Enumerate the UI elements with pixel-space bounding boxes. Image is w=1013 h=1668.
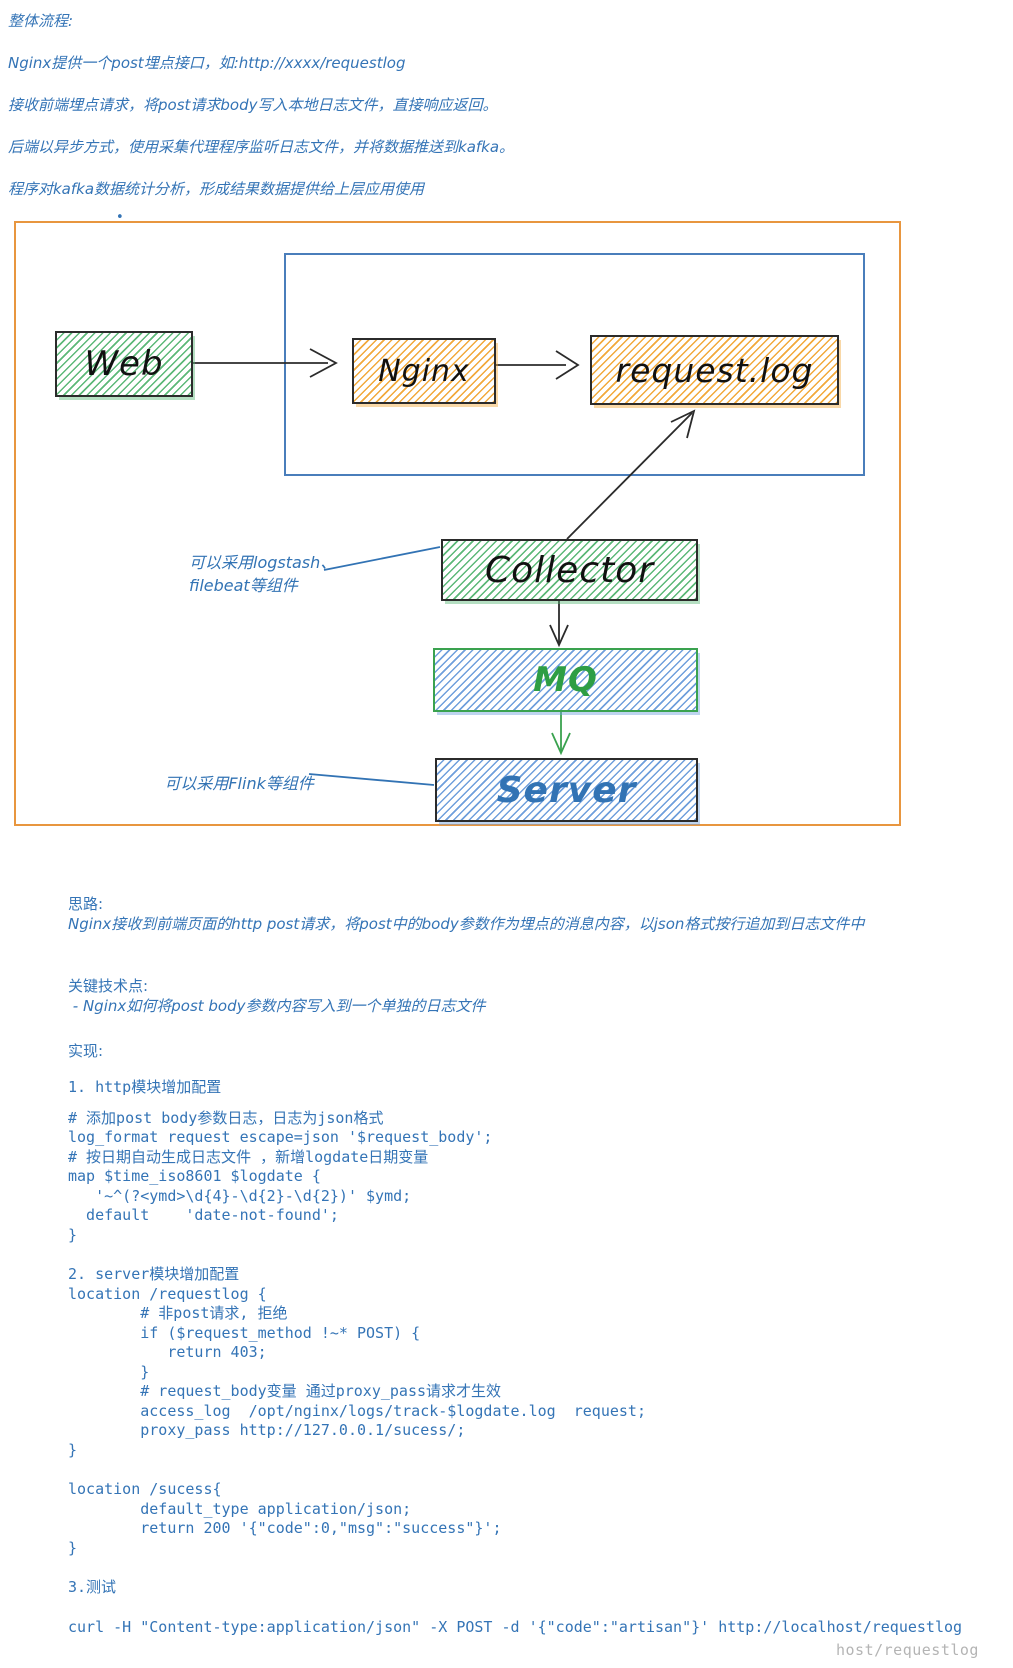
code-line: # 非post请求, 拒绝: [68, 1304, 288, 1322]
code-line: # request_body变量 通过proxy_pass请求才生效: [68, 1382, 502, 1400]
server-annotation-text: 可以采用Flink等组件: [164, 774, 314, 793]
code-line: }: [68, 1225, 78, 1244]
node-web-label: Web: [84, 344, 164, 384]
intro-section: 整体流程: Nginx提供一个post埋点接口，如:http://xxxx/re…: [0, 0, 1013, 199]
node-request-log: request.log: [590, 335, 839, 405]
code-line: map $time_iso8601 $logdate {: [68, 1167, 321, 1185]
intro-line: 程序对kafka数据统计分析，形成结果数据提供给上层应用使用: [8, 180, 425, 198]
code-line: # 按日期自动生成日志文件 ，新增logdate日期变量: [68, 1147, 429, 1166]
code-line: if ($request_method !~* POST) {: [68, 1323, 421, 1342]
list-bullet: •: [116, 210, 124, 225]
collector-annotation: 可以采用logstash、 filebeat等组件: [189, 551, 336, 597]
collector-annotation-line2: filebeat等组件: [189, 576, 298, 595]
idea-body: Nginx接收到前端页面的http post请求，将post中的body参数作为…: [68, 915, 865, 933]
code-line: log_format request escape=json '$request…: [68, 1128, 493, 1146]
step3-title: 3.测试: [68, 1578, 117, 1596]
code-line: access_log /opt/nginx/logs/track-$logdat…: [68, 1401, 646, 1420]
code-line: default 'date-not-found';: [68, 1206, 339, 1224]
node-server-label: Server: [496, 769, 637, 811]
code-line: '~^(?<ymd>\d{4}-\d{2}-\d{2})' $ymd;: [68, 1186, 412, 1205]
node-collector-label: Collector: [484, 549, 655, 591]
code-line: proxy_pass http://127.0.0.1/sucess/;: [68, 1421, 466, 1439]
keypoint-item: - Nginx如何将post body参数内容写入到一个单独的日志文件: [68, 997, 486, 1015]
node-request-log-label: request.log: [615, 350, 814, 390]
node-collector: Collector: [441, 539, 698, 601]
node-nginx: Nginx: [352, 338, 496, 404]
code-line: location /sucess{: [68, 1480, 222, 1498]
code-line: # 添加post body参数日志，日志为json格式: [68, 1108, 384, 1127]
code-line: }: [68, 1362, 150, 1381]
step1-title: 1. http模块增加配置: [68, 1078, 222, 1096]
node-nginx-label: Nginx: [378, 353, 470, 389]
code-line: location /requestlog {: [68, 1284, 267, 1303]
intro-line: 接收前端埋点请求，将post请求body写入本地日志文件，直接响应返回。: [8, 96, 498, 114]
node-mq-label: MQ: [533, 660, 598, 700]
curl-command-line: curl -H "Content-type:application/json" …: [68, 1617, 963, 1636]
intro-line: 后端以异步方式，使用采集代理程序监听日志文件，并将数据推送到kafka。: [8, 138, 515, 156]
keypoints-title: 关键技术点:: [68, 977, 149, 995]
watermark-ghost-text: host/requestlog: [836, 1641, 979, 1659]
node-server: Server: [435, 758, 698, 822]
code-line: }: [68, 1440, 78, 1459]
collector-annotation-line1: 可以采用logstash、: [189, 553, 337, 572]
intro-line: 整体流程:: [8, 12, 74, 30]
idea-title: 思路:: [68, 895, 104, 913]
server-annotation: 可以采用Flink等组件: [144, 749, 314, 818]
article-body: 思路: Nginx接收到前端页面的http post请求，将post中的body…: [68, 894, 1013, 1637]
code-line: return 403;: [68, 1343, 267, 1361]
node-web: Web: [55, 331, 193, 397]
impl-title: 实现:: [68, 1042, 104, 1060]
code-line: return 200 '{"code":0,"msg":"success"}';: [68, 1519, 502, 1537]
node-mq: MQ: [433, 648, 698, 712]
code-line: default_type application/json;: [68, 1499, 412, 1518]
step2-title: 2. server模块增加配置: [68, 1265, 240, 1283]
code-line: }: [68, 1538, 78, 1557]
intro-line: Nginx提供一个post埋点接口，如:http://xxxx/requestl…: [8, 54, 406, 72]
architecture-diagram: Web Nginx request.log Collector MQ Serve…: [14, 221, 901, 826]
